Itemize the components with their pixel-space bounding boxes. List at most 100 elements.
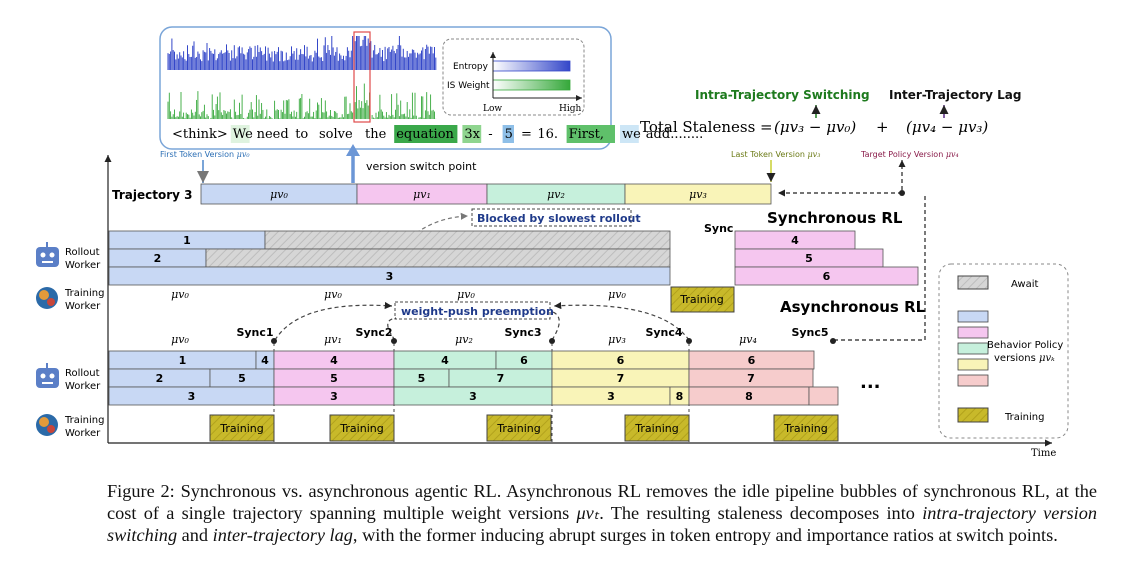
- sync5-dashed-link: [834, 193, 926, 341]
- sync-point-label: Sync1: [236, 326, 273, 339]
- sync-point-label: Sync5: [791, 326, 828, 339]
- blocked-label: Blocked by slowest rollout: [477, 212, 641, 225]
- caption-mid: . The resulting staleness decomposes int…: [599, 503, 923, 523]
- inset-legend: [442, 38, 585, 116]
- caption-and: and: [177, 525, 213, 545]
- async-r1-a-label: 1: [179, 354, 187, 367]
- legend-training-label: Training: [1004, 412, 1044, 423]
- high-label: High: [559, 104, 581, 114]
- preempt-arrow-right2: [553, 302, 690, 341]
- token: need: [257, 127, 289, 142]
- sync-point-label: Sync2: [355, 326, 392, 339]
- token-highlight: [230, 125, 250, 143]
- sync-version-label: μv₀: [608, 288, 626, 301]
- staleness-term2: (μv₄ − μv₃): [906, 118, 988, 136]
- token: First,: [569, 127, 604, 142]
- sync-point-label: Sync3: [504, 326, 541, 339]
- sync-after-row2-label: 5: [805, 252, 813, 265]
- sync-version-label: μv₀: [324, 288, 342, 301]
- is-weight-label: IS Weight: [447, 81, 490, 91]
- async-r3-g: [808, 386, 839, 406]
- token: solve: [319, 127, 353, 142]
- token: 5: [505, 127, 513, 142]
- async-training-box: [773, 414, 839, 442]
- inter-lag-label: Inter-Trajectory Lag: [889, 88, 1022, 102]
- async-version-label: μv₀: [171, 333, 189, 346]
- trajectory-segment-version: μv₃: [689, 188, 707, 201]
- async-version-label: μv₁: [324, 333, 342, 346]
- preempt-arrow-right1: [551, 311, 560, 341]
- staleness-term1: (μv₃ − μv₀): [774, 118, 856, 136]
- trajectory-segment-version: μv₀: [270, 188, 288, 201]
- token-highlight: [502, 125, 514, 143]
- robot-icon-2: [36, 368, 59, 388]
- entropy-gradient-bar: [492, 60, 571, 72]
- legend-version-swatch: [957, 310, 989, 323]
- token: We: [233, 127, 253, 142]
- caption-inter: inter-trajectory lag: [212, 525, 353, 545]
- target-policy-label: Target Policy Version μv₄: [860, 150, 959, 159]
- sync-point-dot: [271, 338, 277, 344]
- sync-training-label: Training: [679, 293, 723, 306]
- sync-row3-bar: [108, 266, 671, 286]
- caption-intra: intra-trajectory version switching: [107, 503, 1097, 545]
- sync-point-dot: [391, 338, 397, 344]
- async-training-label: Training: [783, 422, 827, 435]
- robot-icon: [36, 247, 59, 267]
- legend-await-label: Await: [1011, 279, 1039, 290]
- sync-after-row3-label: 6: [823, 270, 831, 283]
- async-training-box: [624, 414, 690, 442]
- sync-point-dot: [549, 338, 555, 344]
- async-r1-e-label: 6: [520, 354, 528, 367]
- async-training-label: Training: [496, 422, 540, 435]
- async-r2-f-label: 7: [617, 372, 625, 385]
- token: the: [365, 127, 387, 142]
- token: we: [622, 127, 641, 142]
- sync-label: Sync: [704, 222, 733, 235]
- sync-row1-await: [264, 230, 671, 250]
- entropy-label: Entropy: [453, 62, 489, 72]
- sync-row1-bar-label: 1: [183, 234, 191, 247]
- token: <think>: [172, 127, 228, 142]
- legend-box: [938, 263, 1069, 439]
- sync-point-label: Sync4: [645, 326, 682, 339]
- async-r3-e-label: 8: [676, 390, 684, 403]
- legend-await-swatch: [957, 275, 989, 290]
- token: -: [488, 127, 492, 142]
- preempt-label: weight-push preemption: [401, 305, 554, 318]
- sync-rl-title: Synchronous RL: [767, 209, 903, 227]
- sync-training-box: [670, 286, 735, 313]
- last-token-label: Last Token Version μv₃: [731, 150, 820, 159]
- staleness-plus: +: [876, 118, 889, 136]
- async-r2-a-label: 2: [156, 372, 164, 385]
- time-label: Time: [1031, 448, 1056, 459]
- async-training-box: [486, 414, 552, 442]
- switch-point-label: version switch point: [366, 160, 477, 173]
- async-training-box: [329, 414, 395, 442]
- sync-version-label: μv₀: [457, 288, 475, 301]
- trajectory-segment: [624, 183, 772, 205]
- async-r2-d-label: 5: [418, 372, 426, 385]
- caption-prefix: Figure 2: Synchronous vs. asynchronous a…: [107, 481, 1097, 523]
- token: add........: [646, 127, 703, 142]
- async-r1-d-label: 4: [441, 354, 449, 367]
- token-highlight: [566, 125, 615, 143]
- legend-version-swatch: [957, 358, 989, 371]
- async-r1-g-label: 6: [748, 354, 756, 367]
- legend-behavior-swatches: [957, 310, 989, 387]
- sync-point-dot: [830, 338, 836, 344]
- async-training-label: Training: [219, 422, 263, 435]
- legend-training-swatch: [957, 407, 989, 423]
- sync-after-row3: [734, 266, 919, 286]
- async-training-label: Training: [634, 422, 678, 435]
- async-r2-g-label: 7: [747, 372, 755, 385]
